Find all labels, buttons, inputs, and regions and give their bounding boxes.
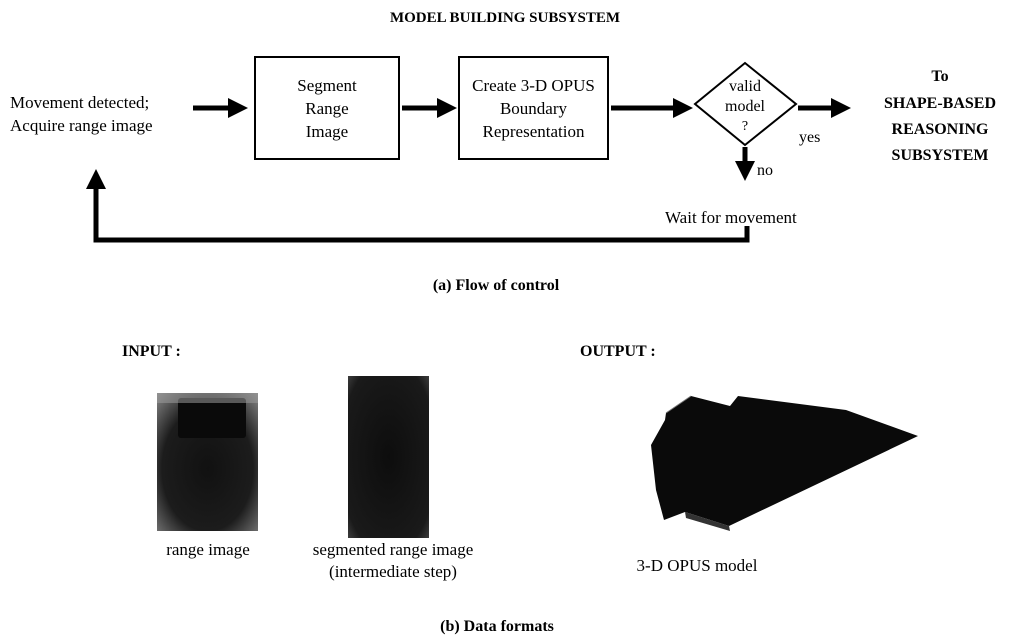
create-box-line2: Boundary bbox=[499, 98, 568, 118]
target-line4: SUBSYSTEM bbox=[891, 147, 989, 164]
target-line2: SHAPE-BASED bbox=[883, 95, 997, 112]
model-caption: 3-D OPUS model bbox=[636, 556, 758, 575]
opus-model-shape bbox=[651, 395, 918, 531]
no-label: no bbox=[757, 162, 773, 179]
wait-label: Wait for movement bbox=[665, 208, 797, 227]
create-box-line3: Representation bbox=[482, 121, 585, 141]
decision-diamond bbox=[693, 61, 798, 147]
start-text-line1: Movement detected; bbox=[10, 93, 150, 112]
caption-flow-of-control: (a) Flow of control bbox=[432, 277, 560, 294]
range-image-caption: range image bbox=[166, 540, 250, 559]
decision-line3: ? bbox=[741, 119, 749, 134]
target-line1: To bbox=[931, 68, 949, 85]
diagram-title: MODEL BUILDING SUBSYSTEM bbox=[389, 10, 621, 26]
decision-line1: valid bbox=[729, 78, 761, 95]
segmented-caption-line2: (intermediate step) bbox=[329, 562, 457, 581]
range-image bbox=[157, 393, 258, 531]
create-opus-box: Create 3-D OPUS Boundary Representation bbox=[458, 56, 609, 160]
input-label: INPUT : bbox=[122, 343, 181, 360]
segmented-range-image bbox=[348, 376, 429, 538]
target-line3: REASONING bbox=[891, 121, 989, 138]
segment-box-line2: Range bbox=[305, 98, 349, 118]
segment-box-line1: Segment bbox=[297, 75, 357, 95]
arrow-feedback bbox=[86, 169, 750, 243]
start-text-line2: Acquire range image bbox=[10, 116, 153, 135]
create-box-line1: Create 3-D OPUS bbox=[472, 75, 595, 95]
output-label: OUTPUT : bbox=[580, 343, 656, 360]
yes-label: yes bbox=[799, 129, 821, 146]
decision-line2: model bbox=[725, 98, 765, 115]
segment-box-line3: Image bbox=[305, 121, 349, 141]
caption-data-formats: (b) Data formats bbox=[440, 618, 554, 635]
segmented-caption-line1: segmented range image bbox=[312, 540, 474, 559]
segment-range-image-box: Segment Range Image bbox=[254, 56, 400, 160]
